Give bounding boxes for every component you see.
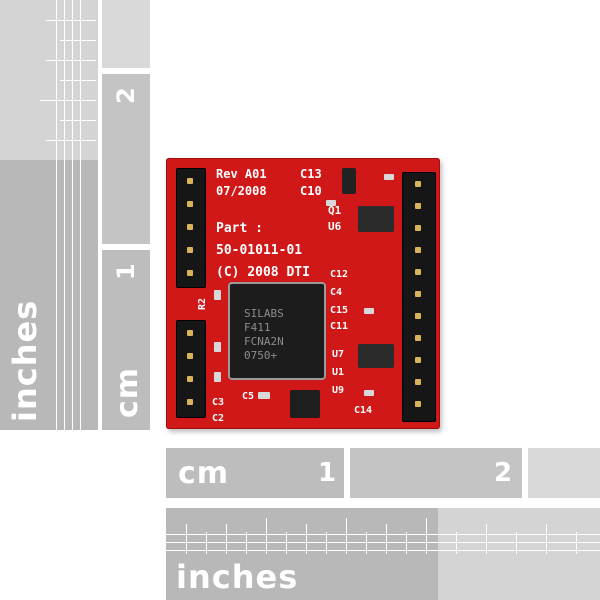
silk-c11: C11 xyxy=(330,321,349,332)
silk-rev: Rev A01 xyxy=(216,167,267,181)
pin-header-right xyxy=(402,172,436,422)
silk-c13: C13 xyxy=(300,167,322,181)
capacitor-c12 xyxy=(384,174,394,180)
chip-line-2: F411 xyxy=(244,321,271,334)
chip-line-1: SILABS xyxy=(244,307,284,320)
resistor-r2 xyxy=(214,290,221,300)
silk-c5: C5 xyxy=(242,391,255,402)
silk-copyright: (C) 2008 DTI xyxy=(216,265,310,280)
silk-c3: C3 xyxy=(212,397,225,408)
silk-c4: C4 xyxy=(330,287,343,298)
silk-q1: Q1 xyxy=(328,204,342,217)
pin-header-left-top xyxy=(176,168,206,288)
silk-c14: C14 xyxy=(354,405,373,416)
silk-c12: C12 xyxy=(330,269,349,280)
vertical-ruler: 2 1 cm inches xyxy=(0,0,150,430)
ic-u1 xyxy=(358,344,394,368)
silk-part-label: Part : xyxy=(216,221,263,236)
transistor-q1 xyxy=(342,168,356,194)
silabs-chip: SILABS F411 FCNA2N 0750+ xyxy=(230,284,324,378)
horizontal-ruler-segment-2 xyxy=(350,448,522,498)
ic-u9 xyxy=(290,390,320,418)
vertical-ruler-number-1: 1 xyxy=(112,262,140,280)
capacitor-c3 xyxy=(214,372,221,382)
silk-u7: U7 xyxy=(332,349,345,360)
capacitor-c4 xyxy=(214,342,221,352)
silk-c10: C10 xyxy=(300,184,322,198)
vertical-ruler-inch-strip xyxy=(0,160,98,430)
horizontal-ruler-inch-strip xyxy=(166,508,438,600)
vertical-ruler-number-2: 2 xyxy=(112,86,140,104)
silk-part-number: 50-01011-01 xyxy=(216,243,303,258)
silk-r2: R2 xyxy=(197,297,208,310)
horizontal-ruler-segment-3 xyxy=(528,448,600,498)
silk-c15: C15 xyxy=(330,305,349,316)
horizontal-ruler-label-inches: inches xyxy=(176,558,299,596)
horizontal-ruler-segment-1 xyxy=(166,448,344,498)
pcb-board: SILABS F411 FCNA2N 0750+ Rev A01 C13 07/… xyxy=(166,158,440,429)
chip-line-3: FCNA2N xyxy=(244,335,284,348)
capacitor-c15 xyxy=(364,308,374,314)
silk-u9: U9 xyxy=(332,385,345,396)
vertical-ruler-segment-2 xyxy=(102,74,150,244)
capacitor-c10 xyxy=(326,200,336,206)
horizontal-ruler: cm 1 2 inches xyxy=(166,448,600,600)
silk-u1: U1 xyxy=(332,367,345,378)
vertical-ruler-top-segment-right xyxy=(102,0,150,68)
horizontal-ruler-number-2: 2 xyxy=(494,458,514,488)
ic-u6 xyxy=(358,206,394,232)
silk-date: 07/2008 xyxy=(216,184,267,198)
horizontal-ruler-number-1: 1 xyxy=(318,458,338,488)
horizontal-ruler-label-cm: cm xyxy=(178,456,230,491)
silk-u6: U6 xyxy=(328,220,342,233)
capacitor-c5 xyxy=(258,392,270,399)
silk-c2: C2 xyxy=(212,413,225,424)
capacitor-c14 xyxy=(364,390,374,396)
chip-line-4: 0750+ xyxy=(244,349,278,362)
vertical-ruler-segment-1 xyxy=(102,250,150,430)
vertical-ruler-label-cm: cm xyxy=(110,366,145,418)
vertical-ruler-label-inches: inches xyxy=(6,299,44,422)
horizontal-ruler-inch-strip-light xyxy=(438,508,600,600)
pin-header-left-bottom xyxy=(176,320,206,418)
